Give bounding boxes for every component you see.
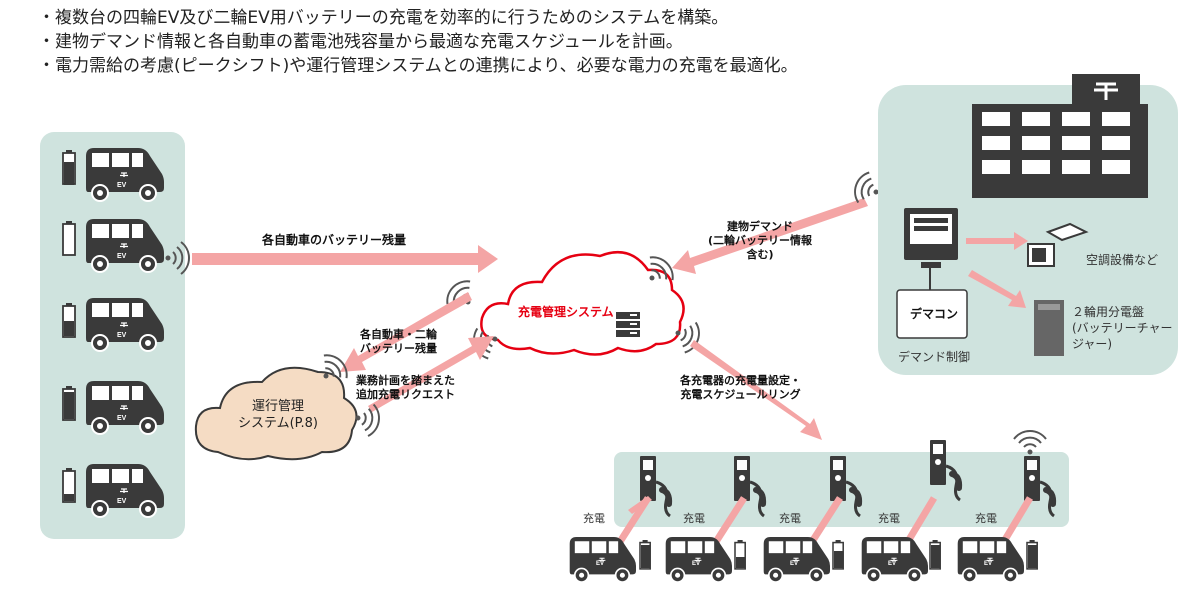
- arrow-two-wheel: [968, 270, 1026, 308]
- charge-label-3: 充電: [779, 512, 801, 525]
- svg-text:EV: EV: [596, 561, 604, 567]
- charger-group-5: [956, 456, 1054, 583]
- charger-group-3: [762, 456, 860, 583]
- battery-fill-4: [64, 392, 74, 419]
- ops-management-cloud: [194, 348, 383, 461]
- arrow-building-demand: [672, 198, 868, 274]
- distribution-board-icon: [1034, 300, 1064, 356]
- svg-text:EV: EV: [790, 561, 798, 567]
- left-van-5: [62, 463, 165, 518]
- label-from-ops: 業務計画を踏まえた 追加充電リクエスト: [356, 374, 455, 401]
- charging-management-cloud: [440, 250, 705, 363]
- building-icon: [972, 74, 1148, 198]
- label-battery-remaining: 各自動車のバッテリー残量: [262, 233, 407, 247]
- svg-text:EV: EV: [692, 561, 700, 567]
- arrow-battery-remaining: [192, 245, 498, 273]
- svg-text:EV: EV: [984, 561, 992, 567]
- label-to-chargers: 各充電器の充電量設定・ 充電スケジュールリング: [680, 374, 801, 401]
- left-van-1: [62, 147, 165, 202]
- charge-label-2: 充電: [683, 512, 705, 525]
- bullet-2: ・建物デマンド情報と各自動車の蓄電池残容量から最適な充電スケジュールを計画。: [38, 32, 683, 52]
- server-icon: [616, 312, 640, 337]
- demacon-box: [896, 289, 968, 339]
- battery-fill-5: [64, 494, 74, 501]
- two-wheel-board-label: ２輪用分電盤 (バッテリーチャー ジャー): [1072, 305, 1173, 351]
- charge-label-1: 充電: [583, 512, 605, 525]
- svg-text:EV: EV: [888, 561, 896, 567]
- aircon-icon: [1027, 222, 1089, 267]
- svg-text:EV: EV: [117, 182, 127, 189]
- left-van-4: [62, 380, 165, 435]
- meter-icon: [904, 208, 958, 268]
- battery-fill-3: [64, 321, 74, 336]
- charger-group-4: [860, 440, 960, 583]
- charge-label-4: 充電: [878, 512, 900, 525]
- ops-cloud-label: 運行管理 システム(P.8): [238, 399, 318, 431]
- arrow-aircon: [966, 232, 1028, 250]
- svg-text:EV: EV: [117, 498, 127, 505]
- bullet-list: ・複数台の四輪EV及び二輪EV用バッテリーの充電を効率的に行うためのシステムを構…: [38, 6, 798, 78]
- charger-group-2: [664, 456, 764, 583]
- charger-group-1: [568, 456, 670, 583]
- arrow-to-ops: [340, 292, 472, 372]
- svg-text:EV: EV: [117, 253, 127, 260]
- center-system-title: 充電管理システム: [518, 305, 614, 319]
- bullet-3: ・電力需給の考慮(ピークシフト)や運行管理システムとの連携により、必要な電力の充…: [38, 56, 798, 76]
- wireless-icon: [1013, 430, 1047, 456]
- label-building-demand: 建物デマンド (二輪バッテリー情報 含む): [708, 220, 813, 261]
- arrow-from-ops: [368, 336, 494, 412]
- bullet-1: ・複数台の四輪EV及び二輪EV用バッテリーの充電を効率的に行うためのシステムを構…: [38, 8, 729, 28]
- svg-text:EV: EV: [117, 332, 127, 339]
- charge-label-5: 充電: [975, 512, 997, 525]
- battery-fill-1: [64, 162, 74, 185]
- left-van-3: [62, 297, 165, 352]
- arrow-to-chargers: [690, 340, 822, 440]
- label-to-ops: 各自動車・二輪 バッテリー残量: [360, 328, 437, 355]
- demand-control-label: デマンド制御: [898, 350, 971, 364]
- aircon-label: 空調設備など: [1086, 253, 1159, 267]
- demacon-label: デマコン: [910, 307, 959, 321]
- svg-text:EV: EV: [117, 415, 127, 422]
